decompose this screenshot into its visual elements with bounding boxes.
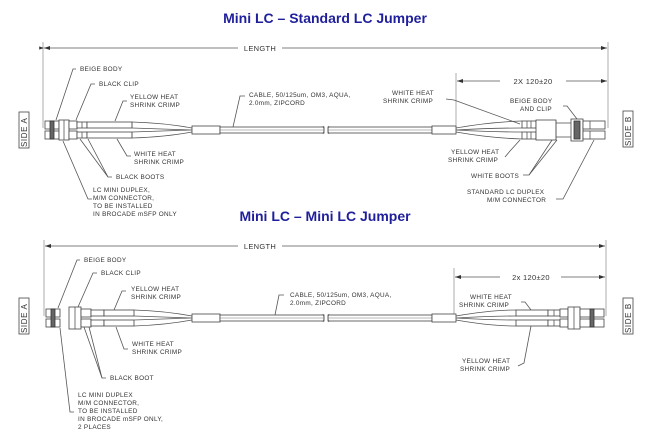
label-connector-right-2: M/M CONNECTOR (487, 197, 546, 204)
label-white-crimp-right-2: SHRINK CRIMP (383, 98, 433, 105)
standard-lc-connector-right (455, 118, 606, 142)
label-black-clip-2: BLACK CLIP (101, 270, 141, 277)
side-a-tag-2: SIDE A (18, 297, 30, 335)
label-white-crimp-left-2: SHRINK CRIMP (134, 159, 184, 166)
label-connector-left-2a: LC MINI DUPLEX (78, 392, 133, 399)
label-black-clip: BLACK CLIP (99, 81, 139, 88)
cable-callout-2: CABLE, 50/125um, OM3, AQUA, 2.0mm, ZIPCO… (274, 292, 392, 316)
label-black-boot: BLACK BOOT (110, 375, 154, 382)
side-b-tag: SIDE B (622, 110, 634, 148)
label-white-crimp-right-2a: WHITE HEAT (470, 294, 512, 301)
end-dimension-label: 2X 120±20 (514, 77, 553, 86)
label-yellow-crimp-left-2a: YELLOW HEAT (131, 286, 179, 293)
label-connector-left-2e: 2 PLACES (78, 424, 111, 431)
svg-text:SIDE A: SIDE A (20, 304, 29, 333)
label-black-boots: BLACK BOOTS (116, 174, 164, 181)
left-callouts: BEIGE BODY BLACK CLIP YELLOW HEAT SHRINK… (55, 66, 184, 218)
side-b-tag-2: SIDE B (622, 297, 634, 335)
label-body-clip-right-1: BEIGE BODY (510, 98, 553, 105)
cable-callout: CABLE, 50/125um, OM3, AQUA, 2.0mm, ZIPCO… (232, 92, 351, 128)
label-white-crimp-left-1: WHITE HEAT (134, 151, 176, 158)
length-dimension: LENGTH (39, 42, 609, 128)
label-white-crimp-right-2b: SHRINK CRIMP (459, 302, 509, 309)
side-a-tag: SIDE A (18, 111, 30, 149)
label-connector-left-2c: TO BE INSTALLED (78, 408, 138, 415)
label-cable-2b: 2.0mm, ZIPCORD (290, 300, 346, 307)
left-callouts-2: BEIGE BODY BLACK CLIP YELLOW HEAT SHRINK… (57, 257, 182, 431)
label-connector-right-1: STANDARD LC DUPLEX (467, 189, 545, 196)
label-white-boots: WHITE BOOTS (471, 173, 519, 180)
label-white-crimp-left-2b: SHRINK CRIMP (132, 349, 182, 356)
mini-lc-connector-right-2 (455, 306, 605, 330)
label-beige-body-2: BEIGE BODY (84, 257, 127, 264)
mini-lc-connector-left (44, 119, 193, 141)
cable-2 (191, 313, 457, 323)
label-cable-2: 2.0mm, ZIPCORD (249, 100, 305, 107)
label-beige-body: BEIGE BODY (80, 66, 123, 73)
label-connector-left-4: IN BROCADE mSFP ONLY (93, 211, 177, 218)
diagram-title-standard: Mini LC – Standard LC Jumper (223, 10, 427, 26)
label-yellow-crimp-left-2: SHRINK CRIMP (130, 102, 180, 109)
svg-text:SIDE B: SIDE B (624, 303, 633, 333)
end-dimension-label-2: 2x 120±20 (512, 273, 550, 282)
label-yellow-crimp-right-1: YELLOW HEAT (451, 149, 499, 156)
label-connector-left-2: M/M CONNECTOR, (93, 195, 154, 202)
end-dimension-2: 2x 120±20 (453, 268, 605, 318)
label-yellow-crimp-left-2b: SHRINK CRIMP (131, 294, 181, 301)
right-callouts: WHITE HEAT SHRINK CRIMP BEIGE BODY AND C… (383, 90, 595, 204)
end-dimension: 2X 120±20 (455, 73, 607, 130)
label-connector-left-2d: IN BROCADE mSFP ONLY, (78, 416, 163, 423)
label-cable-1: CABLE, 50/125um, OM3, AQUA, (249, 92, 351, 99)
label-white-crimp-right-1: WHITE HEAT (392, 90, 434, 97)
label-yellow-crimp-right-2a: YELLOW HEAT (462, 358, 510, 365)
label-connector-left-2b: M/M CONNECTOR, (78, 400, 139, 407)
label-cable-2a: CABLE, 50/125um, OM3, AQUA, (290, 292, 392, 299)
length-dimension-2: LENGTH (43, 240, 607, 316)
label-body-clip-right-2: AND CLIP (520, 106, 552, 113)
cable (191, 125, 457, 135)
right-callouts-2: WHITE HEAT SHRINK CRIMP YELLOW HEAT SHRI… (459, 294, 532, 373)
label-white-crimp-left-2a: WHITE HEAT (132, 341, 174, 348)
length-label-2: LENGTH (244, 242, 276, 251)
diagram-standard: LENGTH 2X 120±20 SIDE A SIDE B (18, 42, 634, 218)
svg-text:SIDE B: SIDE B (624, 116, 633, 146)
label-yellow-crimp-left-1: YELLOW HEAT (130, 94, 178, 101)
length-label: LENGTH (244, 44, 276, 53)
label-connector-left-1: LC MINI DUPLEX, (93, 187, 150, 194)
diagram-title-mini: Mini LC – Mini LC Jumper (239, 208, 411, 224)
mini-lc-connector-left-2 (45, 306, 193, 330)
label-connector-left-3: TO BE INSTALLED (93, 203, 153, 210)
label-yellow-crimp-right-2b: SHRINK CRIMP (460, 366, 510, 373)
svg-text:SIDE A: SIDE A (20, 118, 29, 147)
diagram-mini: LENGTH 2x 120±20 SIDE A SIDE B (18, 240, 634, 431)
label-yellow-crimp-right-2: SHRINK CRIMP (448, 157, 498, 164)
